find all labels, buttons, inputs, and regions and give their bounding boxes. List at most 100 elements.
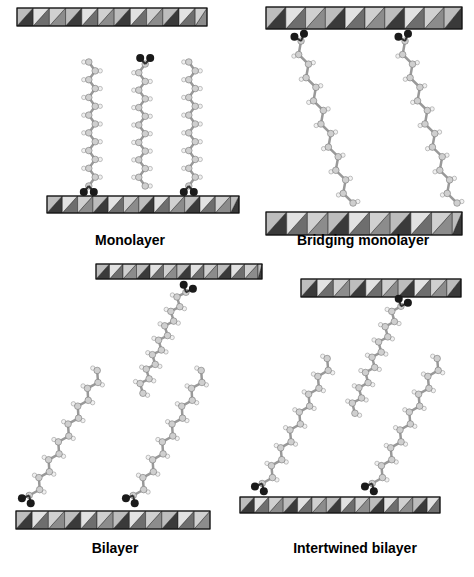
oxygen-atom: [27, 499, 35, 507]
carbon-atom: [431, 130, 438, 137]
slab-facet: [65, 511, 81, 529]
slab-facet: [432, 212, 453, 235]
oxygen-atom: [361, 483, 369, 491]
slab-facet: [269, 497, 283, 513]
slab-facet: [317, 279, 333, 297]
carbon-atom: [192, 156, 199, 163]
fatty-acid-chain: [80, 59, 103, 196]
carbon-atom: [66, 433, 73, 440]
carbon-atom: [92, 85, 99, 92]
carbon-atom: [86, 59, 93, 66]
carbon-atom: [86, 165, 93, 172]
carbon-atom: [369, 354, 376, 361]
carbon-atom: [387, 445, 394, 452]
slab-facet: [431, 279, 447, 297]
slab-facet: [245, 264, 259, 279]
slab-facet: [154, 196, 169, 213]
slab-facet: [48, 511, 64, 529]
slab-facet: [179, 8, 195, 26]
slab-facet: [286, 7, 306, 29]
oxygen-atom: [260, 487, 268, 495]
slab-facet: [177, 264, 191, 279]
oxygen-atom: [394, 33, 402, 41]
slab-facet: [312, 497, 326, 513]
slab-facet: [350, 279, 366, 297]
slab-facet: [283, 497, 297, 513]
slab-facet: [49, 8, 65, 26]
slab-facet: [129, 511, 145, 529]
slab-facet: [191, 264, 205, 279]
carbon-atom: [446, 177, 453, 184]
carbon-atom: [269, 474, 276, 481]
slab-facet: [177, 264, 191, 279]
slab-facet: [269, 497, 283, 513]
slab-facet: [147, 8, 163, 26]
clay-sheet: [96, 264, 262, 279]
slab-facet: [47, 196, 62, 213]
carbon-atom: [136, 87, 143, 94]
oxygen-atom: [180, 281, 188, 289]
carbon-atom: [325, 144, 332, 151]
slab-facet: [306, 7, 326, 29]
carbon-atom: [74, 403, 81, 410]
carbon-atom: [189, 397, 196, 404]
panel-label: Monolayer: [95, 232, 165, 248]
slab-facet: [33, 8, 49, 26]
carbon-atom: [288, 439, 295, 446]
slab-facet: [328, 212, 349, 235]
slab-facet: [254, 497, 268, 513]
panel-label: Bilayer: [92, 540, 139, 556]
carbon-atom: [287, 427, 294, 434]
slab-facet: [162, 511, 178, 529]
carbon-atom: [358, 395, 365, 402]
carbon-atom: [406, 409, 413, 416]
carbon-atom: [142, 113, 149, 120]
carbon-atom: [192, 85, 199, 92]
fatty-acid-chain: [18, 366, 105, 507]
slab-facet: [414, 279, 430, 297]
carbon-atom: [192, 103, 199, 110]
slab-facet: [413, 497, 427, 513]
carbon-atom: [378, 349, 385, 356]
fatty-acid-chain: [361, 354, 445, 495]
carbon-atom: [161, 323, 168, 330]
slab-facet: [298, 497, 312, 513]
chain-bond: [140, 292, 186, 393]
fatty-acid-chain: [251, 354, 335, 495]
slab-facet: [231, 264, 245, 279]
clay-sheet: [47, 196, 239, 213]
slab-facet: [240, 497, 254, 513]
carbon-atom: [296, 409, 303, 416]
slab-facet: [154, 196, 169, 213]
carbon-atom: [143, 366, 150, 373]
slab-outline: [266, 7, 462, 29]
slab-facet: [185, 196, 200, 213]
carbon-atom: [178, 403, 185, 410]
carbon-atom: [324, 355, 331, 362]
slab-facet: [286, 7, 306, 29]
slab-facet: [325, 7, 345, 29]
slab-facet: [195, 8, 207, 26]
slab-facet: [447, 279, 461, 297]
oxygen-atom: [180, 188, 188, 196]
oxygen-atom: [189, 285, 197, 293]
carbon-atom: [142, 130, 149, 137]
slab-facet: [65, 511, 81, 529]
carbon-atom: [94, 367, 101, 374]
carbon-atom: [199, 379, 206, 386]
clay-sheet: [266, 212, 462, 235]
slab-facet: [231, 196, 239, 213]
slab-facet: [164, 264, 178, 279]
slab-facet: [66, 8, 82, 26]
slab-facet: [301, 279, 317, 297]
carbon-atom: [325, 367, 332, 374]
slab-facet: [384, 497, 398, 513]
slab-facet: [317, 279, 333, 297]
slab-facet: [266, 212, 287, 235]
slab-facet: [195, 8, 207, 26]
carbon-atom: [333, 167, 340, 174]
carbon-atom: [295, 51, 302, 58]
slab-facet: [191, 264, 205, 279]
fatty-acid-chain: [346, 295, 412, 418]
carbon-atom: [382, 323, 389, 330]
